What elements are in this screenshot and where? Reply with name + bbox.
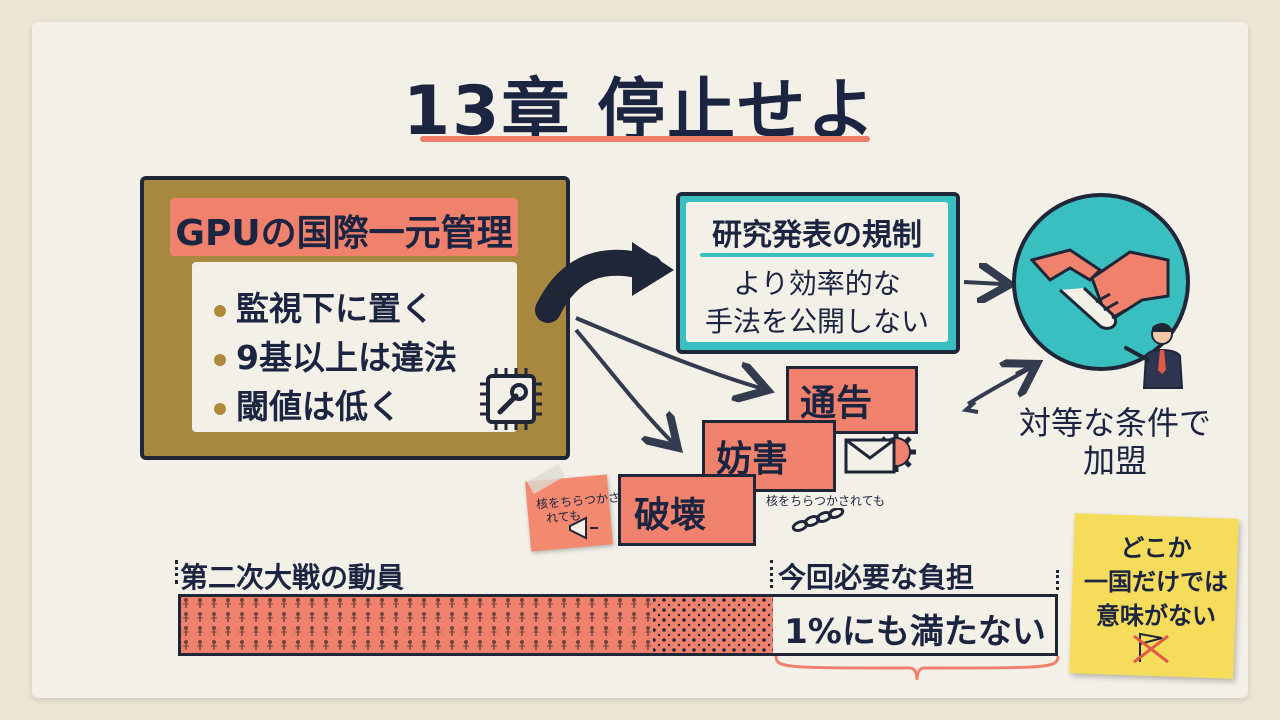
gpu-bullet-text: 閾値は低く	[236, 387, 401, 426]
research-underline	[700, 253, 934, 257]
research-panel	[686, 202, 948, 342]
current-burden-value: 1%にも満たない	[784, 612, 1046, 652]
sticky-line-3: 意味がない	[1096, 602, 1216, 630]
envelope-gear-icon	[844, 432, 916, 474]
gpu-bullet-text: 9基以上は違法	[236, 338, 457, 377]
research-line-1: より効率的な	[733, 267, 901, 300]
crowd-pattern	[181, 597, 773, 653]
tick-middle	[770, 560, 776, 588]
tick-left	[175, 560, 181, 584]
handshake-icon	[1030, 248, 1170, 330]
research-line-2: 手法を公開しない	[704, 305, 929, 338]
step-label-obstruct: 妨害	[716, 439, 789, 480]
gpu-bullet-2: 9基以上は違法	[214, 331, 457, 379]
step-destroy	[618, 474, 756, 546]
step-label-destroy: 破壊	[634, 495, 707, 536]
gpu-bullet-text: 監視下に置く	[236, 289, 434, 328]
gpu-bullet-1: 監視下に置く	[214, 282, 434, 330]
sticky-line-2: 一国だけでは	[1084, 568, 1228, 596]
gpu-bullet-3: 閾値は低く	[214, 380, 401, 428]
gpu-title: GPUの国際一元管理	[175, 213, 513, 254]
brace	[774, 655, 1060, 681]
ww2-mobilization-label: 第二次大戦の動員	[180, 561, 405, 594]
tick-right	[1056, 570, 1062, 590]
chain-note: 核をちらつかされても	[766, 494, 886, 508]
megaphone-icon	[569, 516, 598, 540]
gpu-bullets-panel	[192, 262, 517, 432]
step-label-notice: 通告	[800, 383, 873, 424]
bullet-dot	[214, 304, 226, 317]
title-underline	[420, 136, 870, 142]
businessman-icon	[1124, 323, 1184, 389]
sticky-line-1: どこか	[1120, 534, 1192, 562]
alliance-line-2: 加盟	[1082, 442, 1147, 480]
research-title: 研究発表の規制	[712, 218, 922, 253]
crossed-flag-icon	[1133, 632, 1169, 664]
bullet-dot	[214, 402, 226, 415]
alliance-line-1: 対等な条件で	[1018, 404, 1211, 442]
chip-wrench-icon	[480, 368, 542, 430]
gpu-title-banner	[170, 198, 518, 256]
bullet-dot	[214, 353, 226, 366]
chain-icon	[791, 508, 845, 532]
current-burden-label: 今回必要な負担	[778, 561, 975, 594]
